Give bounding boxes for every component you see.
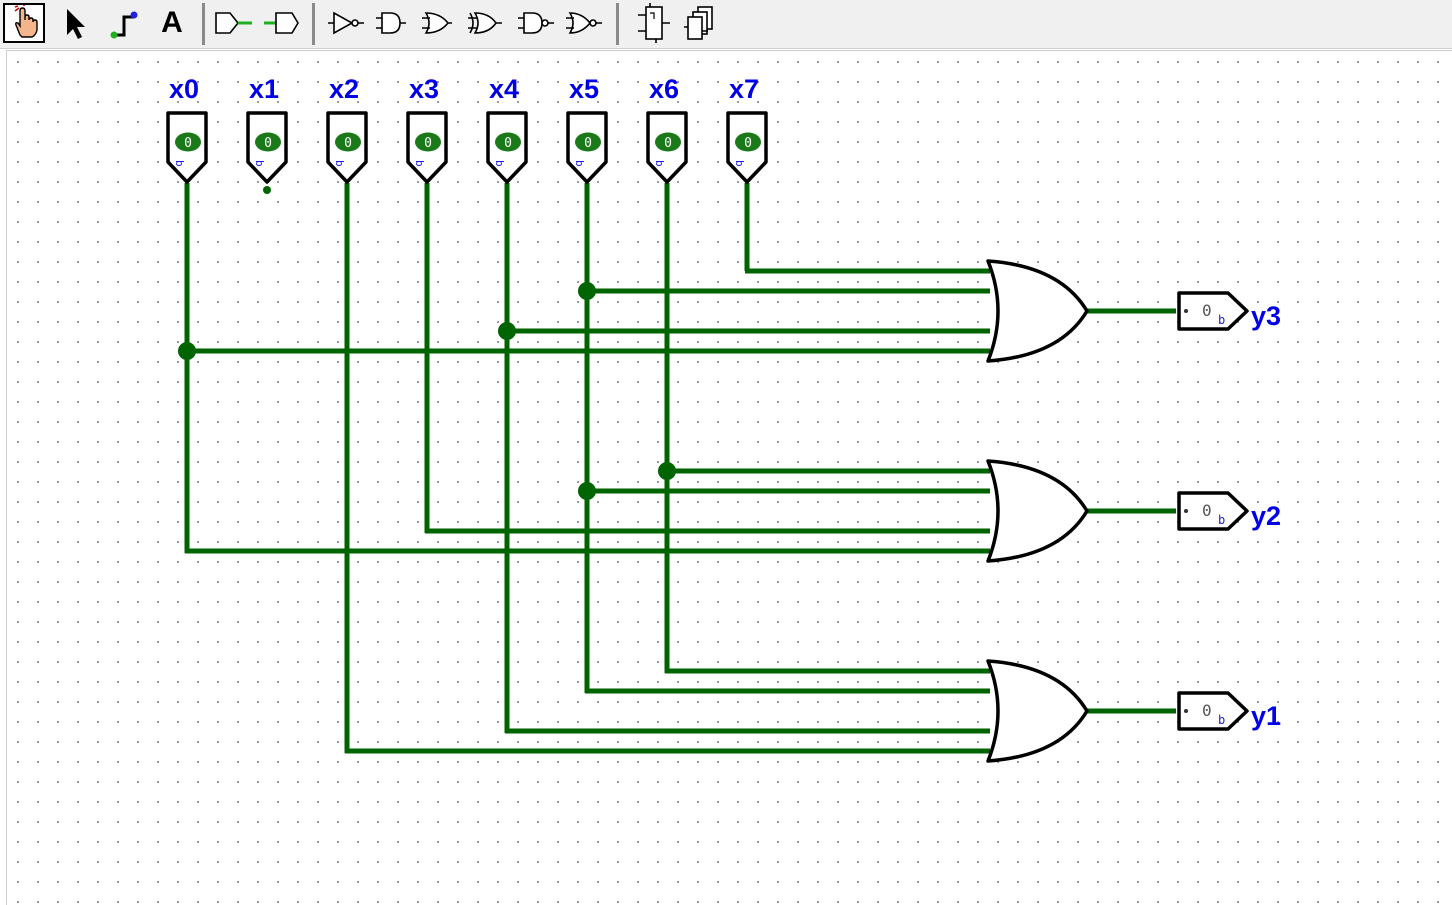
output-label-y2: y2 — [1251, 501, 1282, 531]
input-value-text: 0 — [664, 136, 672, 151]
input-label-x4: x4 — [489, 74, 520, 104]
input-value-text: 0 — [584, 136, 592, 151]
nand-gate-button[interactable] — [516, 3, 556, 43]
add-output-pin-button[interactable] — [260, 3, 304, 43]
add-output-pin-icon — [264, 12, 299, 34]
input-value-text: 0 — [184, 136, 192, 151]
or-gate-y3[interactable] — [986, 259, 1089, 363]
or-gate-y1[interactable] — [986, 659, 1089, 763]
input-radix-text: b — [413, 160, 426, 167]
and-gate-icon — [376, 12, 406, 34]
wiring-tool-button[interactable] — [104, 3, 144, 43]
input-label-x1: x1 — [249, 74, 280, 104]
text-tool-button[interactable]: A — [152, 3, 192, 43]
and-gate-button[interactable] — [372, 3, 408, 43]
or-gate-y2[interactable] — [986, 459, 1089, 563]
not-gate-button[interactable] — [326, 3, 366, 43]
poke-tool-icon — [14, 5, 38, 38]
output-label-y3: y3 — [1251, 301, 1282, 331]
input-label-x5: x5 — [569, 74, 600, 104]
poke-tool-button[interactable] — [3, 3, 45, 43]
input-pin-x3[interactable]: 0b — [406, 111, 448, 184]
input-value-led — [255, 132, 281, 152]
or-gate-icon — [422, 12, 452, 34]
input-radix-text: b — [333, 160, 346, 167]
toolbar-separator — [616, 3, 619, 45]
input-label-x3: x3 — [409, 74, 440, 104]
junction-dot — [498, 322, 516, 340]
input-value-text: 0 — [344, 136, 352, 151]
input-pin-x2[interactable]: 0b — [326, 111, 368, 184]
junction-dot — [578, 282, 596, 300]
input-label-x2: x2 — [329, 74, 360, 104]
input-radix-text: b — [573, 160, 586, 167]
input-pin-x4[interactable]: 0b — [486, 111, 528, 184]
output-radix-text: b — [1218, 713, 1225, 727]
xor-gate-button[interactable] — [464, 3, 504, 43]
input-pin-x5[interactable]: 0b — [566, 111, 608, 184]
input-value-led — [415, 132, 441, 152]
input-value-text: 0 — [264, 136, 272, 151]
nand-gate-icon — [518, 12, 554, 34]
junction-dot — [658, 462, 676, 480]
junction-dot — [178, 342, 196, 360]
input-pin-x0[interactable]: 0b — [166, 111, 208, 184]
select-tool-icon — [67, 9, 85, 39]
input-value-text: 0 — [424, 136, 432, 151]
input-label-x7: x7 — [729, 74, 760, 104]
toolbar: A — [0, 0, 1452, 49]
not-gate-icon — [328, 11, 364, 35]
xor-gate-icon — [468, 12, 502, 34]
or-gate-button[interactable] — [418, 3, 454, 43]
input-pin-x6[interactable]: 0b — [646, 111, 688, 184]
multiple-subcircuit-button[interactable] — [682, 3, 722, 43]
pin-x1-end-dot — [263, 186, 271, 194]
nor-gate-icon — [566, 12, 602, 34]
subcircuit-button[interactable] — [632, 3, 676, 43]
output-value-text: 0 — [1202, 501, 1212, 520]
circuit-canvas[interactable] — [6, 50, 1452, 905]
input-value-led — [735, 132, 761, 152]
toolbar-separator — [312, 3, 315, 45]
output-label-y1: y1 — [1251, 701, 1282, 731]
input-value-led — [575, 132, 601, 152]
select-tool-button[interactable] — [54, 3, 94, 43]
output-value-text: 0 — [1202, 701, 1212, 720]
nor-gate-button[interactable] — [564, 3, 604, 43]
toolbar-separator — [202, 3, 205, 45]
add-input-pin-button[interactable] — [212, 3, 256, 43]
input-pin-x1[interactable]: 0b — [246, 111, 288, 184]
multiple-subcircuit-icon — [684, 6, 713, 40]
input-value-led — [175, 132, 201, 152]
input-pin-x7[interactable]: 0b — [726, 111, 768, 184]
subcircuit-icon — [638, 3, 670, 43]
add-input-pin-icon — [215, 12, 252, 34]
wiring-tool-icon — [110, 11, 138, 39]
output-radix-text: b — [1218, 313, 1225, 327]
input-label-x0: x0 — [169, 74, 200, 104]
text-tool-icon: A — [161, 6, 183, 39]
input-radix-text: b — [253, 160, 266, 167]
input-radix-text: b — [493, 160, 506, 167]
junction-dot — [578, 482, 596, 500]
input-value-text: 0 — [744, 136, 752, 151]
input-radix-text: b — [733, 160, 746, 167]
input-label-x6: x6 — [649, 74, 680, 104]
output-value-text: 0 — [1202, 301, 1212, 320]
input-value-led — [655, 132, 681, 152]
input-value-led — [495, 132, 521, 152]
input-value-text: 0 — [504, 136, 512, 151]
input-radix-text: b — [173, 160, 186, 167]
input-radix-text: b — [653, 160, 666, 167]
input-value-led — [335, 132, 361, 152]
output-radix-text: b — [1218, 513, 1225, 527]
